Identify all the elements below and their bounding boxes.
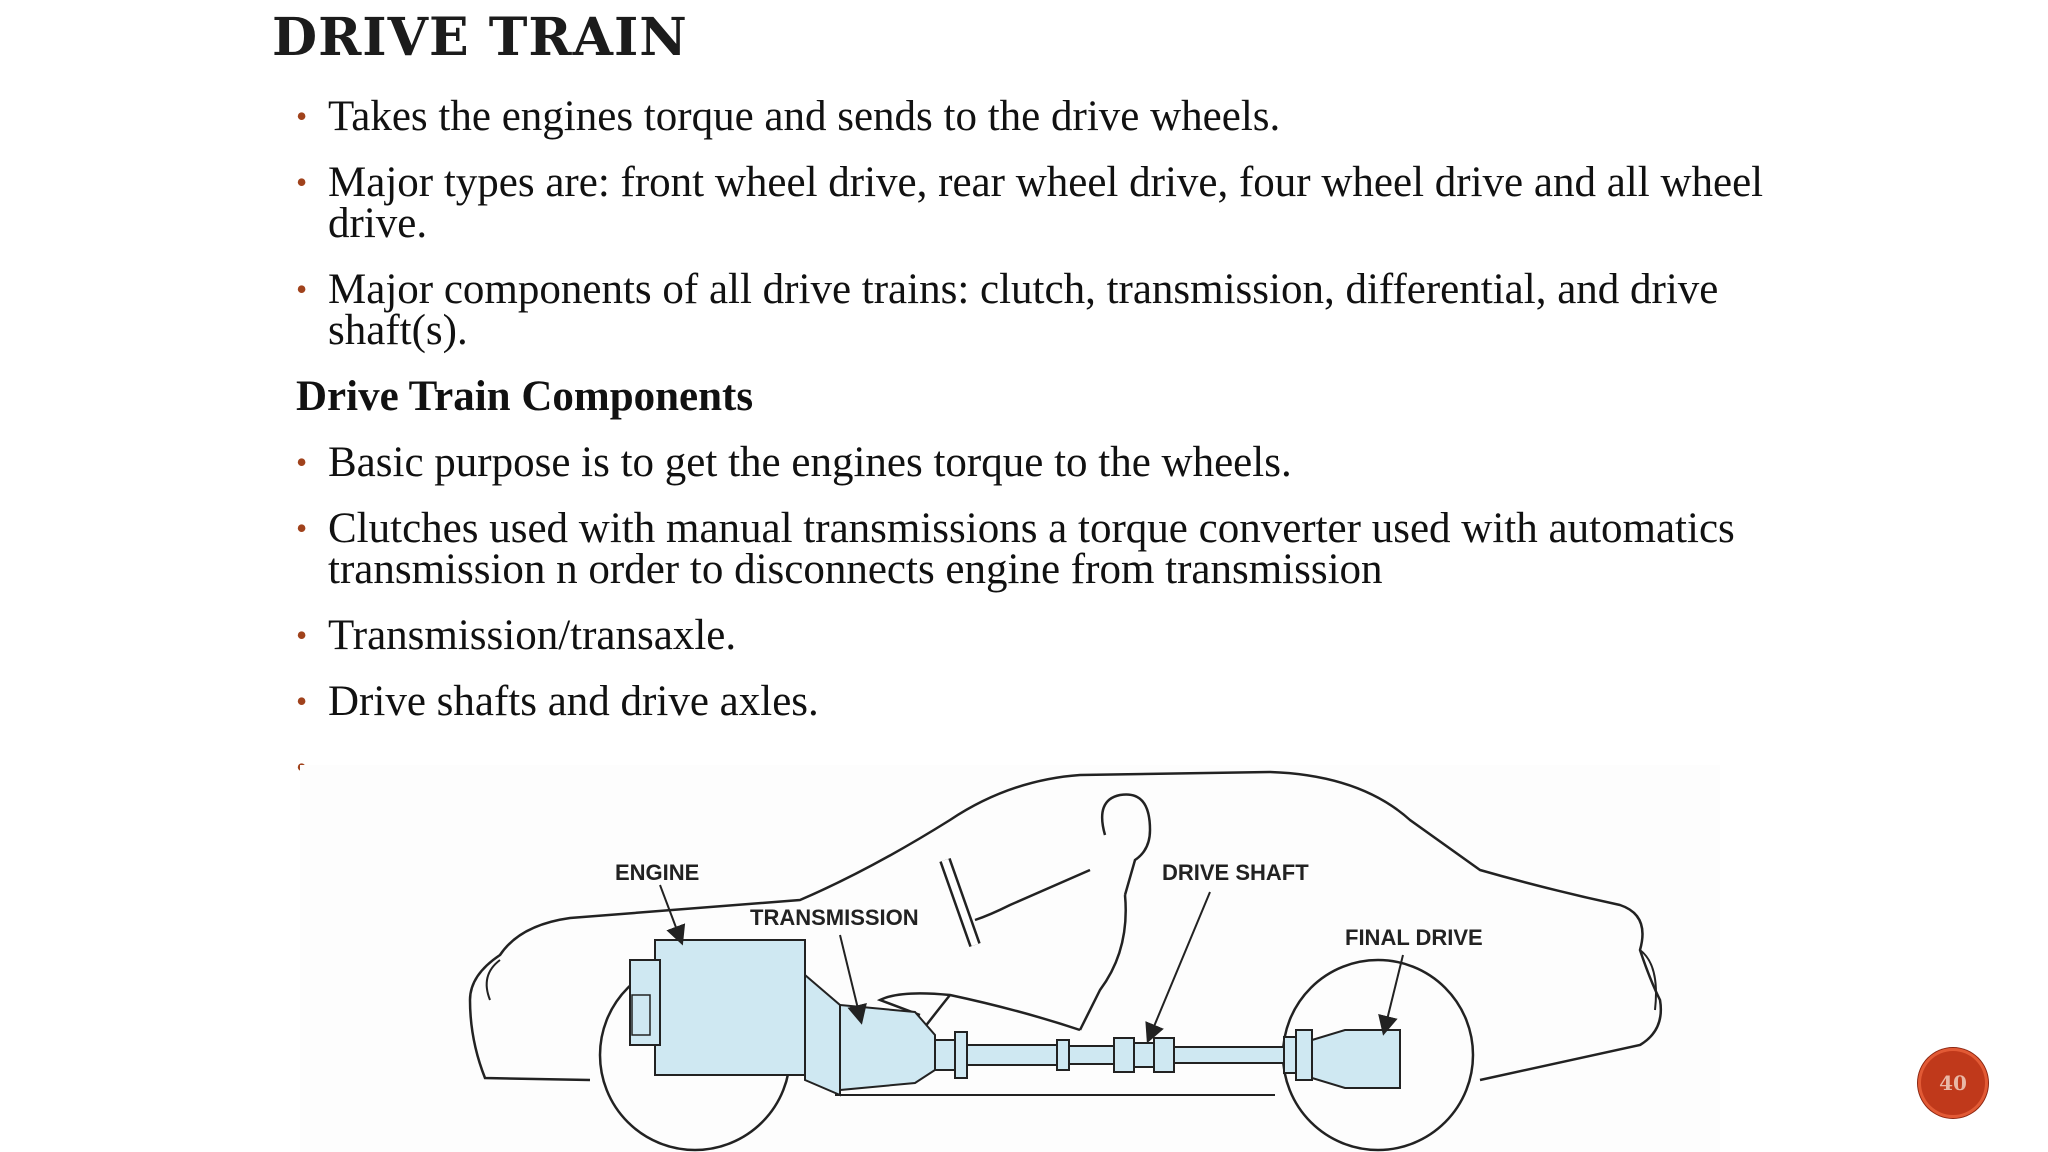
bullet-item: • Transmission/transaxle.: [296, 612, 1776, 659]
car-body-outline: [468, 770, 1663, 1082]
arrow-final-drive: [1378, 954, 1404, 1036]
bullet-dot: •: [296, 683, 308, 719]
slide-content: • Takes the engines torque and sends to …: [296, 93, 1776, 785]
bullet-item: • Takes the engines torque and sends to …: [296, 93, 1776, 140]
bullet-text: Drive shafts and drive axles.: [328, 678, 819, 725]
car-rear-bumper: [1639, 949, 1657, 1011]
bullet-text: Basic purpose is to get the engines torq…: [328, 439, 1292, 486]
page-number: 40: [1939, 1071, 1967, 1095]
label-drive-shaft: DRIVE SHAFT: [1162, 860, 1309, 885]
arrow-engine: [659, 884, 686, 946]
bullet-item: • Basic purpose is to get the engines to…: [296, 439, 1776, 486]
bullet-item: • Clutches used with manual transmission…: [296, 505, 1776, 593]
bullet-text: Takes the engines torque and sends to th…: [328, 93, 1281, 140]
bullet-dot: •: [296, 271, 308, 307]
bullet-item: • Drive shafts and drive axles.: [296, 678, 1776, 725]
section-subheading: Drive Train Components: [296, 373, 754, 420]
bullet-dot: •: [296, 510, 308, 546]
diagram-background: [300, 765, 1720, 1152]
bullet-text: Major types are: front wheel drive, rear…: [328, 159, 1764, 247]
bullet-text: Transmission/transaxle.: [328, 612, 737, 659]
final-drive-unit: [1311, 1029, 1401, 1089]
label-engine: ENGINE: [615, 860, 699, 885]
bullet-text: Clutches used with manual transmissions …: [328, 505, 1735, 593]
drive-shaft: [934, 1029, 1313, 1081]
slide-title: DRIVE TRAIN: [272, 7, 688, 68]
bullet-dot: •: [296, 164, 308, 200]
arrow-drive-shaft: [1145, 891, 1211, 1044]
bullet-dot: •: [296, 617, 308, 653]
arrow-transmission: [839, 934, 867, 1025]
bullet-item: • Major components of all drive trains: …: [296, 266, 1776, 354]
driver-figure: [876, 793, 1152, 1041]
bullet-text: Major components of all drive trains: cl…: [328, 266, 1719, 354]
bullet-item: • Major types are: front wheel drive, re…: [296, 159, 1776, 247]
bullet-dot: •: [296, 98, 308, 134]
page-number-badge: 40: [1918, 1048, 1988, 1118]
label-final-drive: FINAL DRIVE: [1345, 925, 1483, 950]
drivetrain-diagram: ENGINE TRANSMISSION DRIVE SHAFT FINAL DR…: [300, 765, 1720, 1152]
label-transmission: TRANSMISSION: [750, 905, 919, 930]
car-front-bumper: [485, 959, 501, 1001]
engine-block: [629, 939, 806, 1076]
bullet-dot: •: [296, 444, 308, 480]
